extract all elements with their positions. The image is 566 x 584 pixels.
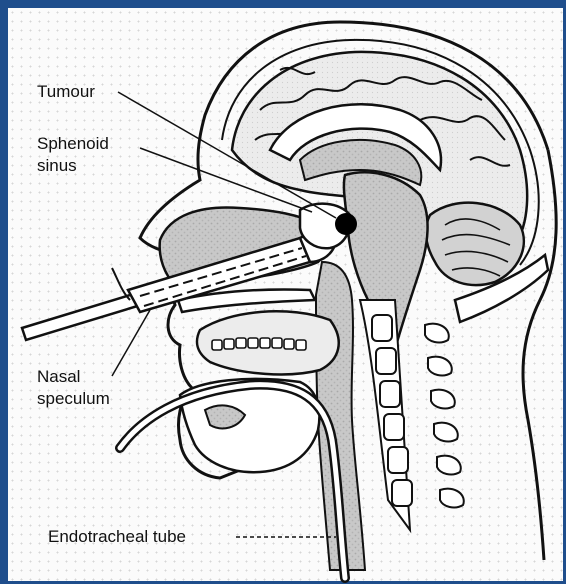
label-nasal-line1: Nasal (37, 366, 80, 387)
neck-outline (523, 150, 556, 560)
label-sphenoid-line2: sinus (37, 155, 77, 176)
label-sphenoid-line1: Sphenoid (37, 133, 109, 154)
cervical-spine (360, 300, 464, 530)
label-tumour: Tumour (37, 81, 95, 102)
label-nasal-line2: speculum (37, 388, 110, 409)
tumour-mass (335, 213, 357, 235)
label-endotracheal-tube: Endotracheal tube (48, 526, 186, 547)
